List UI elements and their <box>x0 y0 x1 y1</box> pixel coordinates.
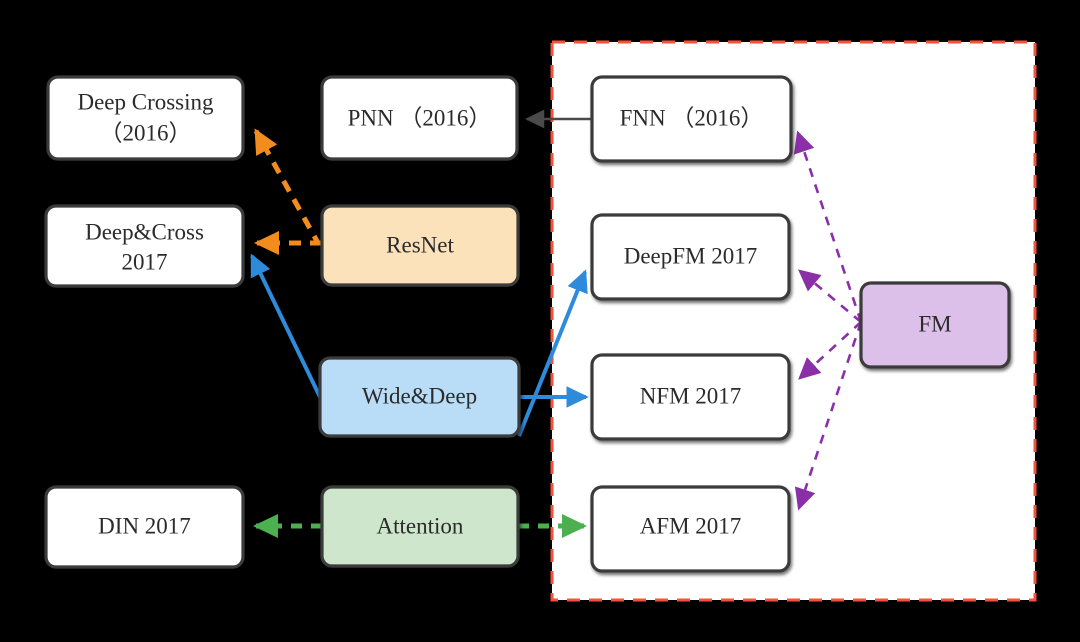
node-nfm-label: NFM 2017 <box>640 383 742 408</box>
node-deep-crossing-label-line-2: （2016） <box>100 120 192 145</box>
node-resnet-rect[interactable] <box>320 204 520 287</box>
node-deep-cross-label-line-1: Deep&Cross <box>85 219 204 244</box>
node-nfm-rect[interactable] <box>590 353 791 441</box>
node-wide-deep[interactable]: Wide&Deep <box>318 356 521 438</box>
node-deep-cross-rect[interactable] <box>44 204 245 288</box>
node-pnn-rect[interactable] <box>320 75 519 161</box>
node-attention-rect[interactable] <box>320 485 520 568</box>
node-afm-label: AFM 2017 <box>640 513 742 538</box>
node-resnet-label: ResNet <box>386 232 454 257</box>
node-deep-crossing[interactable]: Deep Crossing （2016） <box>46 75 245 161</box>
node-din-label: DIN 2017 <box>98 513 191 538</box>
node-deepfm-rect[interactable] <box>590 213 791 301</box>
node-fnn-label: FNN （2016） <box>620 105 764 130</box>
node-wide-deep-label: Wide&Deep <box>362 383 477 408</box>
node-fnn[interactable]: FNN （2016） <box>590 75 793 163</box>
node-attention-label: Attention <box>377 513 464 538</box>
node-deepfm-label: DeepFM 2017 <box>624 243 758 268</box>
node-din[interactable]: DIN 2017 <box>44 485 245 569</box>
node-fm[interactable]: FM <box>859 281 1011 369</box>
node-deep-crossing-label-line-1: Deep Crossing <box>77 89 214 114</box>
node-fm-label: FM <box>918 311 951 336</box>
node-din-rect[interactable] <box>44 485 245 569</box>
node-fnn-rect[interactable] <box>590 75 793 163</box>
node-deep-cross[interactable]: Deep&Cross 2017 <box>44 204 245 288</box>
node-fm-rect[interactable] <box>859 281 1011 369</box>
node-attention[interactable]: Attention <box>320 485 520 568</box>
edge-wide-deep-to-deepfm <box>517 269 588 437</box>
node-resnet[interactable]: ResNet <box>320 204 520 287</box>
node-deep-crossing-rect[interactable] <box>46 75 245 161</box>
edge-fm-to-deepfm <box>798 269 862 323</box>
node-wide-deep-rect[interactable] <box>318 356 521 438</box>
node-deepfm[interactable]: DeepFM 2017 <box>590 213 791 301</box>
node-deep-cross-label-line-2: 2017 <box>122 249 168 274</box>
node-pnn-label: PNN （2016） <box>348 105 492 130</box>
node-afm[interactable]: AFM 2017 <box>590 485 791 573</box>
node-afm-rect[interactable] <box>590 485 791 573</box>
edge-wide-deep-to-deep-cross <box>250 253 322 398</box>
edge-resnet-to-deep-crossing <box>253 128 322 246</box>
node-nfm[interactable]: NFM 2017 <box>590 353 791 441</box>
node-layer: Deep Crossing （2016） PNN （2016） FNN （201… <box>44 75 1011 573</box>
edge-fm-to-nfm <box>798 321 862 380</box>
node-pnn[interactable]: PNN （2016） <box>320 75 519 161</box>
